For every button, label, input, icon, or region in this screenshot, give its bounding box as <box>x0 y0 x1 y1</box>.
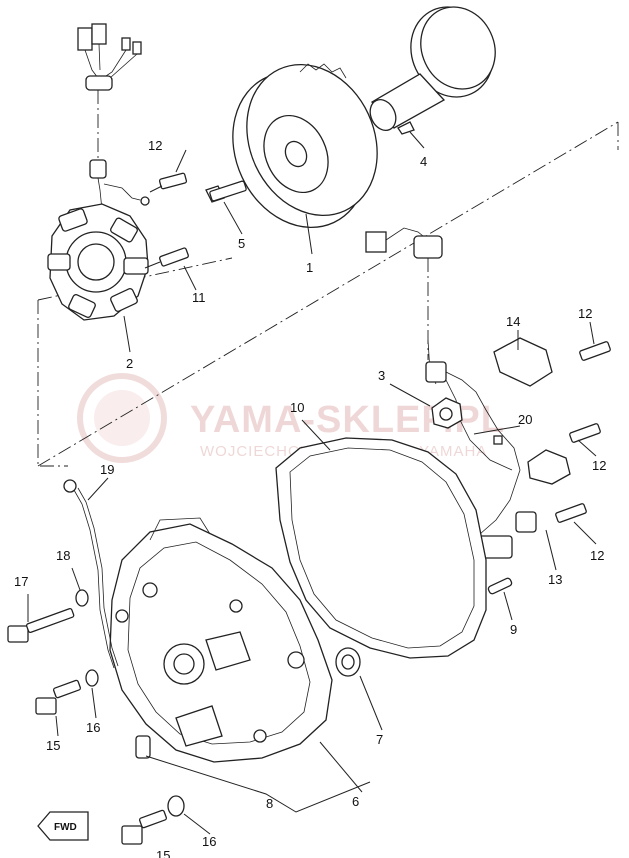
cover-dowel <box>335 647 361 677</box>
washers <box>75 589 185 817</box>
crankcase-cover <box>109 517 333 763</box>
callout-6: 6 <box>352 794 359 809</box>
callout-16-bottom: 16 <box>202 834 216 849</box>
callout-12-right-top: 12 <box>578 306 592 321</box>
callout-15-left: 15 <box>46 738 60 753</box>
callout-4: 4 <box>420 154 427 169</box>
callout-14: 14 <box>506 314 520 329</box>
forward-direction-arrow: FWD <box>37 811 89 841</box>
right-side-bolts <box>555 341 611 523</box>
rotor-flywheel <box>232 63 378 229</box>
callout-11: 11 <box>192 290 206 305</box>
stator-assembly <box>47 203 149 321</box>
callout-12-top-left: 12 <box>148 138 162 153</box>
callout-10: 10 <box>290 400 304 415</box>
watermark-logo-ring <box>77 373 167 463</box>
stator-bolts <box>144 172 189 269</box>
fwd-label: FWD <box>54 822 77 833</box>
callout-7: 7 <box>376 732 383 747</box>
callout-9: 9 <box>510 622 517 637</box>
callout-numbers: 1 2 3 4 5 6 7 8 9 10 11 12 12 12 12 13 1… <box>14 138 606 858</box>
callout-12-right-middle: 12 <box>592 458 606 473</box>
callout-5: 5 <box>238 236 245 251</box>
rotor-bolt <box>205 180 247 203</box>
pickup-coil-harness <box>365 227 571 559</box>
callout-12-right-bottom: 12 <box>590 548 604 563</box>
callout-13: 13 <box>548 572 562 587</box>
callout-18: 18 <box>56 548 70 563</box>
crankshaft <box>369 6 496 135</box>
stator-wire-lead <box>77 23 150 223</box>
callout-8: 8 <box>266 796 273 811</box>
watermark-logo-core <box>94 390 150 446</box>
callout-15-bottom: 15 <box>156 848 170 858</box>
callout-20: 20 <box>518 412 532 427</box>
callout-3: 3 <box>378 368 385 383</box>
callout-17: 17 <box>14 574 28 589</box>
callout-1: 1 <box>306 260 313 275</box>
leader-lines <box>27 131 597 835</box>
long-bolt <box>7 607 75 643</box>
callout-16-left: 16 <box>86 720 100 735</box>
dowel-pin <box>487 577 513 595</box>
breather-hose <box>63 479 119 669</box>
short-bolts <box>35 679 168 845</box>
callout-19: 19 <box>100 462 114 477</box>
callout-2: 2 <box>126 356 133 371</box>
crankcase-cover-gasket <box>275 437 487 659</box>
